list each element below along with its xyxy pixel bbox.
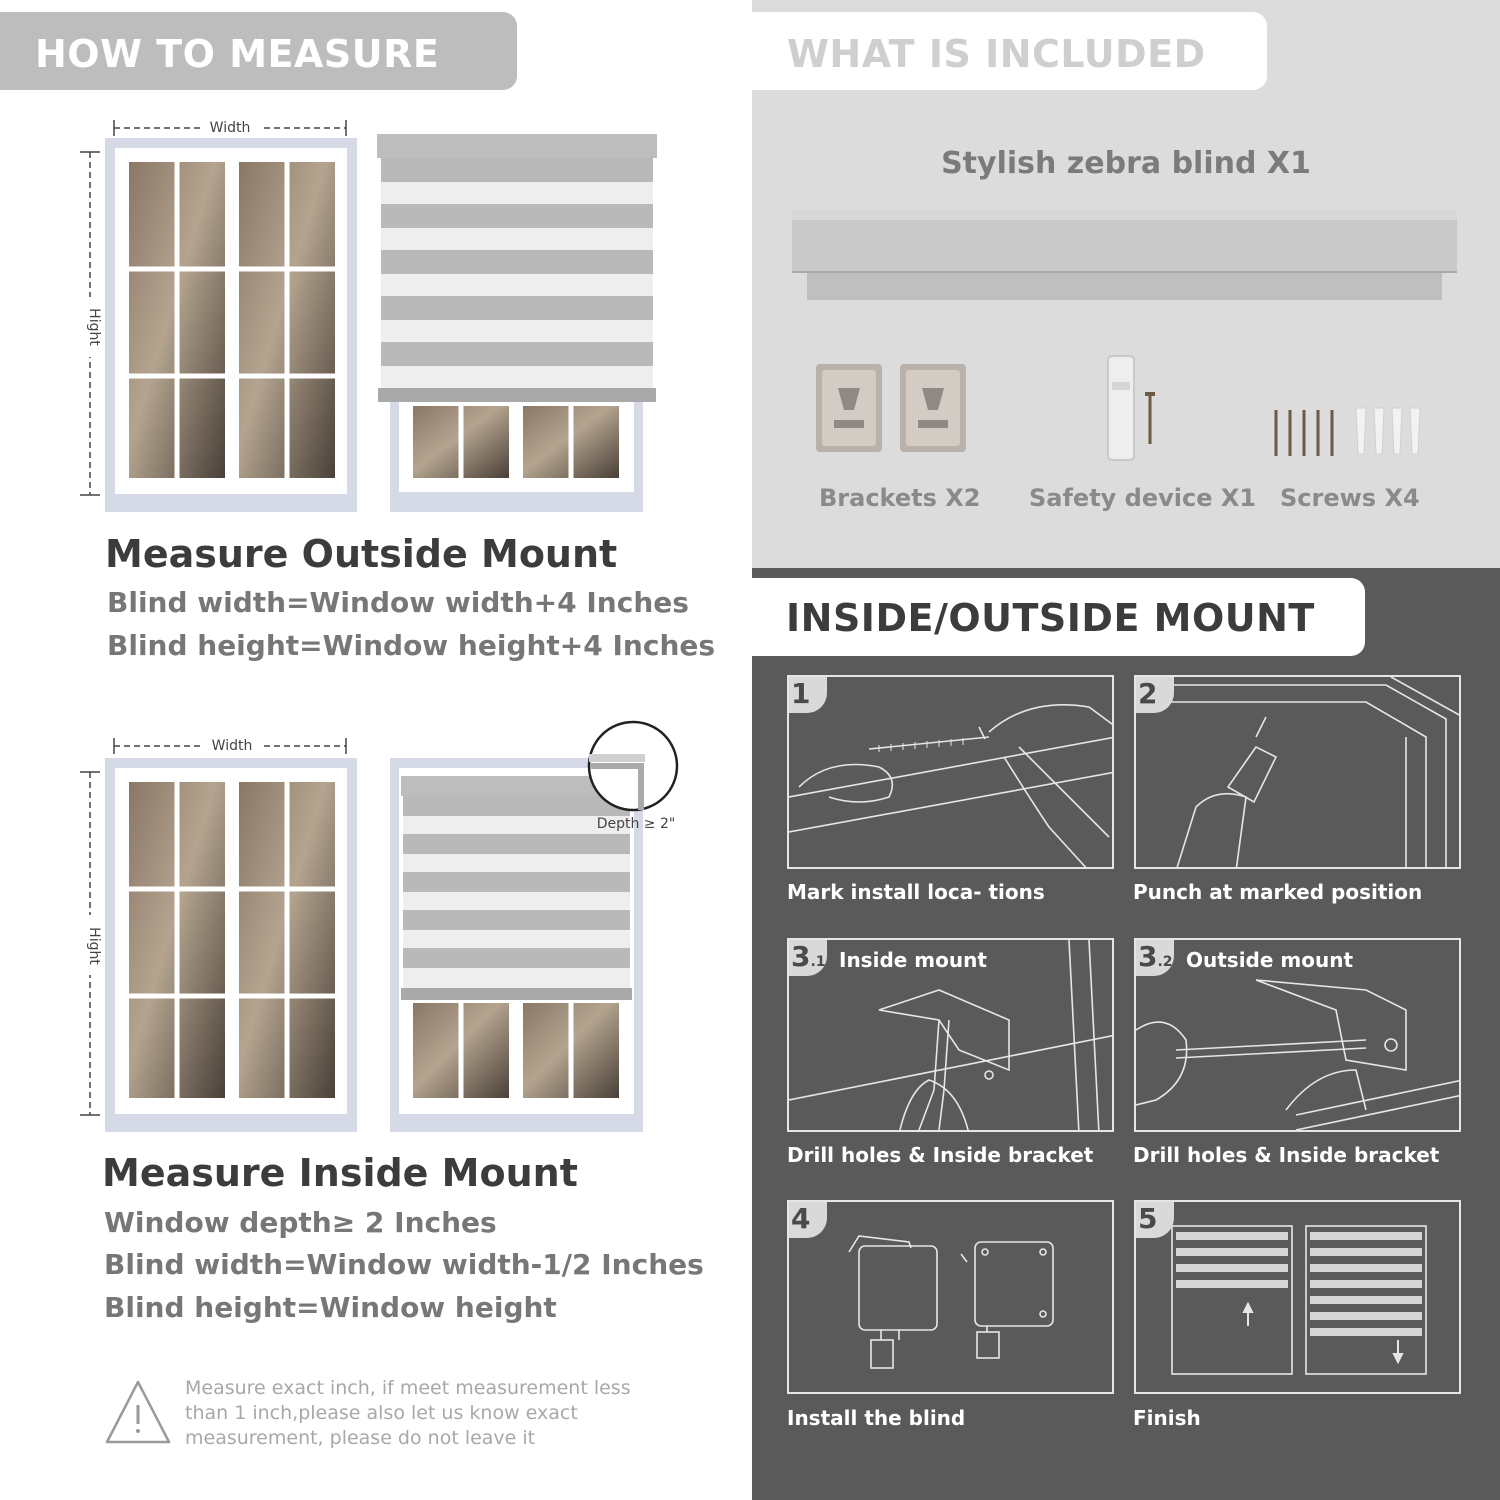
brackets-label: Brackets X2 (819, 484, 981, 512)
blind-headrail-image (792, 210, 1457, 300)
safety-device-image (1107, 355, 1155, 461)
how-to-measure-header: HOW TO MEASURE (0, 12, 517, 90)
outside-mount-line-1: Blind width=Window width+4 Inches (107, 586, 689, 619)
outside-width-label: Width (210, 120, 251, 136)
inside-mount-line-3: Blind height=Window height (104, 1291, 557, 1324)
screws-label: Screws X4 (1280, 484, 1420, 512)
step-5-illustration (1171, 1225, 1427, 1375)
inside-height-label: Hight (86, 927, 102, 965)
how-to-measure-title: HOW TO MEASURE (35, 32, 440, 76)
inside-outside-mount-header: INSIDE/OUTSIDE MOUNT (752, 578, 1365, 656)
step-3-1-subtitle: Inside mount (839, 948, 987, 972)
how-to-measure-panel: HOW TO MEASURE Width Hight (0, 12, 716, 1449)
step-1-panel: 1 (787, 675, 1114, 869)
step-1-badge: 1 (789, 677, 827, 713)
step-3-2-caption: Drill holes & Inside bracket (1133, 1143, 1440, 1167)
depth-label: Depth ≥ 2" (597, 816, 676, 832)
step-5-caption: Finish (1133, 1406, 1201, 1430)
step-2-panel: 2 (1134, 675, 1461, 869)
step-4-illustration (848, 1235, 1054, 1369)
inside-mount-line-1: Window depth≥ 2 Inches (104, 1206, 497, 1239)
outside-height-label: Hight (86, 308, 102, 346)
warning-text: Measure exact inch, if meet measurement … (185, 1377, 631, 1449)
brackets-image (816, 364, 966, 452)
step-3-2-subtitle: Outside mount (1186, 948, 1354, 972)
step-3-2-panel: 3.2 Outside mount (1134, 938, 1461, 1132)
step-4-badge: 4 (789, 1202, 827, 1238)
inside-outside-mount-title: INSIDE/OUTSIDE MOUNT (786, 596, 1315, 640)
outside-mount-line-2: Blind height=Window height+4 Inches (107, 629, 716, 662)
step-1-illustration (789, 704, 1112, 867)
step-3-1-panel: 3.1 Inside mount (787, 938, 1114, 1132)
inside-mount-title: Measure Inside Mount (102, 1151, 578, 1195)
step-1-caption: Mark install loca- tions (787, 880, 1045, 904)
inside-mount-figure: Width Hight (80, 720, 679, 1132)
step-3-2-illustration (1136, 979, 1459, 1130)
step-4-caption: Install the blind (787, 1406, 966, 1430)
outside-mount-title: Measure Outside Mount (105, 532, 618, 576)
what-is-included-header: WHAT IS INCLUDED (752, 12, 1267, 90)
step-3-1-caption: Drill holes & Inside bracket (787, 1143, 1094, 1167)
inside-mount-line-2: Blind width=Window width-1/2 Inches (104, 1248, 704, 1281)
what-is-included-panel: WHAT IS INCLUDED Stylish zebra blind X1 (752, 0, 1500, 568)
step-5-panel: 5 (1134, 1200, 1461, 1394)
inside-width-label: Width (212, 738, 253, 754)
outside-mount-figure: Width Hight (80, 116, 657, 512)
step-3-1-illustration (789, 940, 1112, 1130)
warning-icon (105, 1380, 171, 1444)
step-3-2-badge: 3.2 (1136, 940, 1174, 976)
step-2-illustration (1136, 677, 1459, 867)
step-5-badge: 5 (1136, 1202, 1174, 1238)
step-4-panel: 4 (787, 1200, 1114, 1394)
screws-image (1274, 407, 1421, 456)
step-2-caption: Punch at marked position (1133, 880, 1423, 904)
inside-outside-mount-panel: INSIDE/OUTSIDE MOUNT 1 Mark install (752, 568, 1500, 1500)
what-is-included-title: WHAT IS INCLUDED (787, 32, 1206, 76)
step-2-badge: 2 (1136, 677, 1174, 713)
zebra-blind-item-label: Stylish zebra blind X1 (941, 146, 1311, 181)
safety-device-label: Safety device X1 (1029, 484, 1257, 512)
step-3-1-badge: 3.1 (789, 940, 827, 976)
